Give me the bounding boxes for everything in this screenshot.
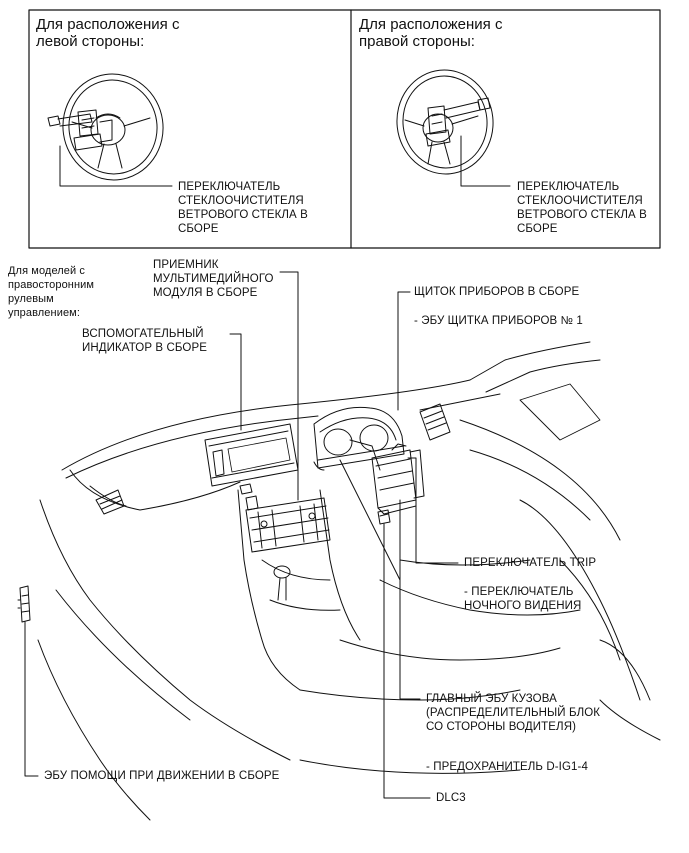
right-wiper-switch-assembly: [425, 97, 491, 147]
main-body-ecu-leader: [399, 499, 421, 700]
main-body-ecu-label: ГЛАВНЫЙ ЭБУ КУЗОВА (РАСПРЕДЕЛИТЕЛЬНЫЙ БЛ…: [426, 693, 601, 733]
trip-switch-label: ПЕРЕКЛЮЧАТЕЛЬ TRIP: [464, 557, 597, 569]
left-panel-leader: [59, 145, 173, 187]
main-body-ecu-part: [371, 443, 425, 515]
right-wiper-switch-label: ПЕРЕКЛЮЧАТЕЛЬ СТЕКЛООЧИСТИТЕЛЯ ВЕТРОВОГО…: [517, 181, 647, 235]
aux-indicator-leader: [229, 333, 242, 431]
fuse-label: - ПРЕДОХРАНИТЕЛЬ D-IG1-4: [426, 761, 588, 773]
multimedia-receiver-leader: [279, 271, 299, 501]
right-panel-header: Для расположения с правой стороны:: [359, 16, 503, 50]
driving-assist-ecu-leader: [24, 621, 39, 777]
dashboard-outline: [37, 341, 661, 821]
cluster-ecu-label: - ЭБУ ЩИТКА ПРИБОРОВ № 1: [414, 315, 583, 327]
dlc3-part: [377, 509, 391, 525]
left-panel-header: Для расположения с левой стороны:: [36, 16, 180, 50]
driving-assist-ecu-part: [17, 585, 31, 623]
left-wiper-switch-label: ПЕРЕКЛЮЧАТЕЛЬ СТЕКЛООЧИСТИТЕЛЯ ВЕТРОВОГО…: [178, 181, 308, 235]
top-panels-frame: [28, 9, 661, 249]
instrument-cluster-part: [313, 406, 405, 471]
multimedia-module-part: [245, 495, 331, 553]
instrument-cluster-leader: [397, 291, 411, 411]
multimedia-receiver-label: ПРИЕМНИК МУЛЬТИМЕДИЙНОГО МОДУЛЯ В СБОРЕ: [153, 259, 274, 299]
rhd-note: Для моделей с правосторонним рулевым упр…: [8, 265, 95, 319]
left-wiper-switch-assembly: [47, 109, 113, 151]
right-panel-leader: [460, 135, 511, 187]
aux-indicator-part: [204, 423, 299, 495]
right-steering-wheel: [396, 69, 494, 175]
dlc3-leader: [383, 523, 431, 799]
left-steering-wheel: [62, 73, 164, 181]
instrument-cluster-label: ЩИТОК ПРИБОРОВ В СБОРЕ: [414, 286, 580, 298]
driving-assist-ecu-label: ЭБУ ПОМОЩИ ПРИ ДВИЖЕНИИ В СБОРЕ: [44, 770, 280, 782]
dlc3-label: DLC3: [436, 792, 466, 804]
night-vision-switch-label: - ПЕРЕКЛЮЧАТЕЛЬ НОЧНОГО ВИДЕНИЯ: [464, 586, 582, 612]
trip-switch-leader: [407, 457, 459, 564]
aux-indicator-label: ВСПОМОГАТЕЛЬНЫЙ ИНДИКАТОР В СБОРЕ: [82, 328, 207, 354]
